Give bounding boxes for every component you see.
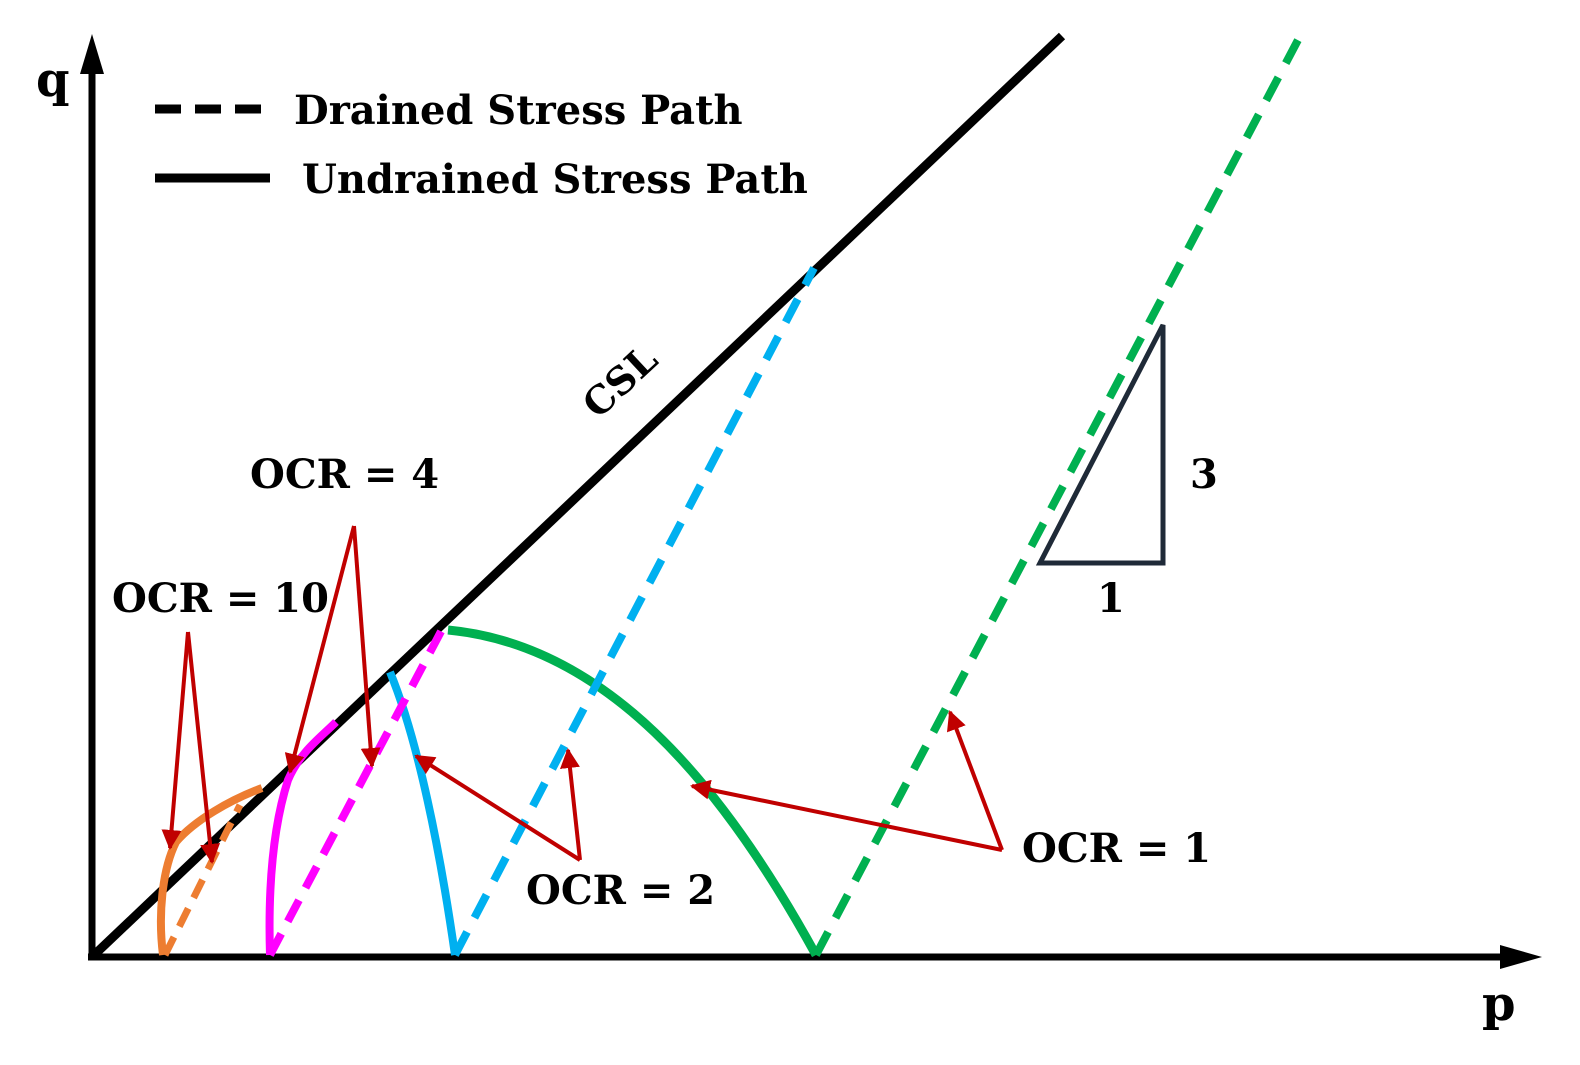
q-axis-arrowhead — [80, 34, 104, 74]
ocr10-label: OCR = 10 — [112, 575, 329, 622]
ocr1-paths — [447, 38, 1302, 958]
legend-undrained-label: Undrained Stress Path — [302, 156, 808, 203]
legend: Drained Stress Path Undrained Stress Pat… — [155, 87, 808, 203]
ocr4-arrow-right — [352, 525, 381, 768]
slope-rise-label: 3 — [1190, 451, 1218, 498]
annotation-arrows — [161, 525, 1004, 864]
p-axis-label: p — [1482, 976, 1516, 1032]
ocr10-arrow-left — [161, 631, 190, 850]
q-axis-label: q — [36, 52, 70, 108]
ocr4-arrow-left — [284, 525, 356, 774]
ocr1-drained-path — [812, 38, 1302, 957]
ocr10-arrow-right — [186, 631, 221, 864]
ocr1-label: OCR = 1 — [1022, 825, 1211, 872]
ocr1-arrow-left — [690, 779, 1003, 852]
slope-run-label: 1 — [1097, 575, 1125, 622]
ocr1-undrained-path — [447, 625, 820, 958]
ocr4-paths — [265, 620, 450, 957]
ocr4-drained-path — [266, 620, 450, 957]
p-axis-arrowhead — [1500, 945, 1542, 969]
csl-line — [88, 32, 1066, 961]
ocr2-drained-path — [451, 266, 818, 957]
ocr10-drained-path — [161, 803, 244, 957]
ocr4-label: OCR = 4 — [250, 451, 439, 498]
csl-label: CSL — [573, 336, 665, 426]
ocr4-undrained-path — [265, 719, 339, 956]
axes: q p — [36, 34, 1542, 1032]
ocr1-arrow-right — [946, 710, 1004, 851]
ocr2-arrow-left — [414, 754, 582, 862]
ocr2-label: OCR = 2 — [526, 867, 715, 914]
legend-drained-label: Drained Stress Path — [294, 87, 743, 134]
ocr2-arrow-right — [560, 748, 582, 861]
slope-triangle: 3 1 — [1035, 323, 1218, 622]
slope-triangle-shape — [1035, 323, 1166, 566]
